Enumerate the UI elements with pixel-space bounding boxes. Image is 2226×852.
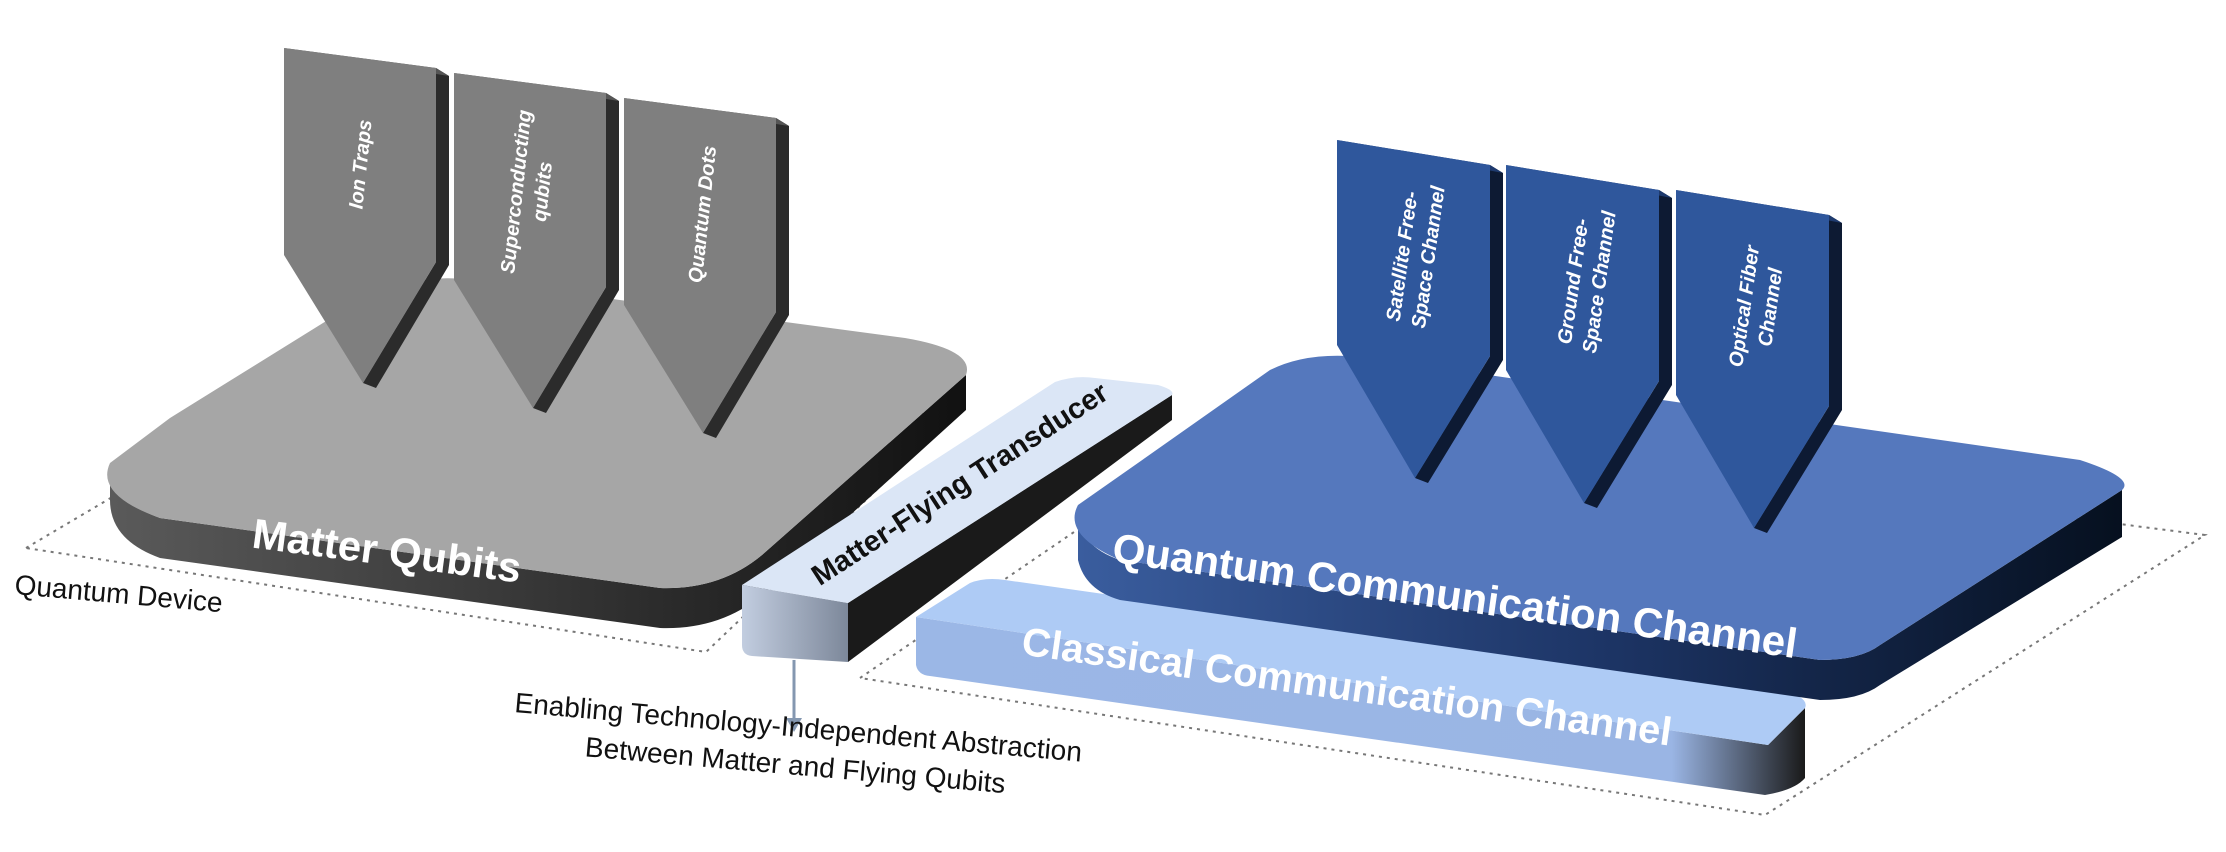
quantum-platform-top [1074,355,2125,660]
matter-platform-side [110,375,966,629]
channel-pillars [1337,140,1842,533]
classical-side [916,617,1805,795]
pillar-satellite [1337,140,1503,483]
pillar-quantum-dots [624,98,789,438]
annotation-arrow [786,660,802,732]
transducer-front [742,585,848,662]
quantum-device-label: Quantum Device [13,569,223,618]
transducer-bar [742,377,1173,662]
matter-pillars [284,48,789,438]
annotation-text: Enabling Technology-Independent Abstract… [510,687,1091,806]
quantum-platform-side [1077,490,2122,700]
pillar-optical-fiber [1676,190,1842,533]
pillar-ground [1506,165,1672,508]
pillar-ion-traps [284,48,449,388]
classical-top [916,579,1806,745]
classical-channel [916,579,1806,795]
transducer-top [742,377,1173,603]
quantum-channel-platform [1074,355,2125,700]
transducer-side [848,395,1172,662]
pillar-superconducting [454,73,619,413]
